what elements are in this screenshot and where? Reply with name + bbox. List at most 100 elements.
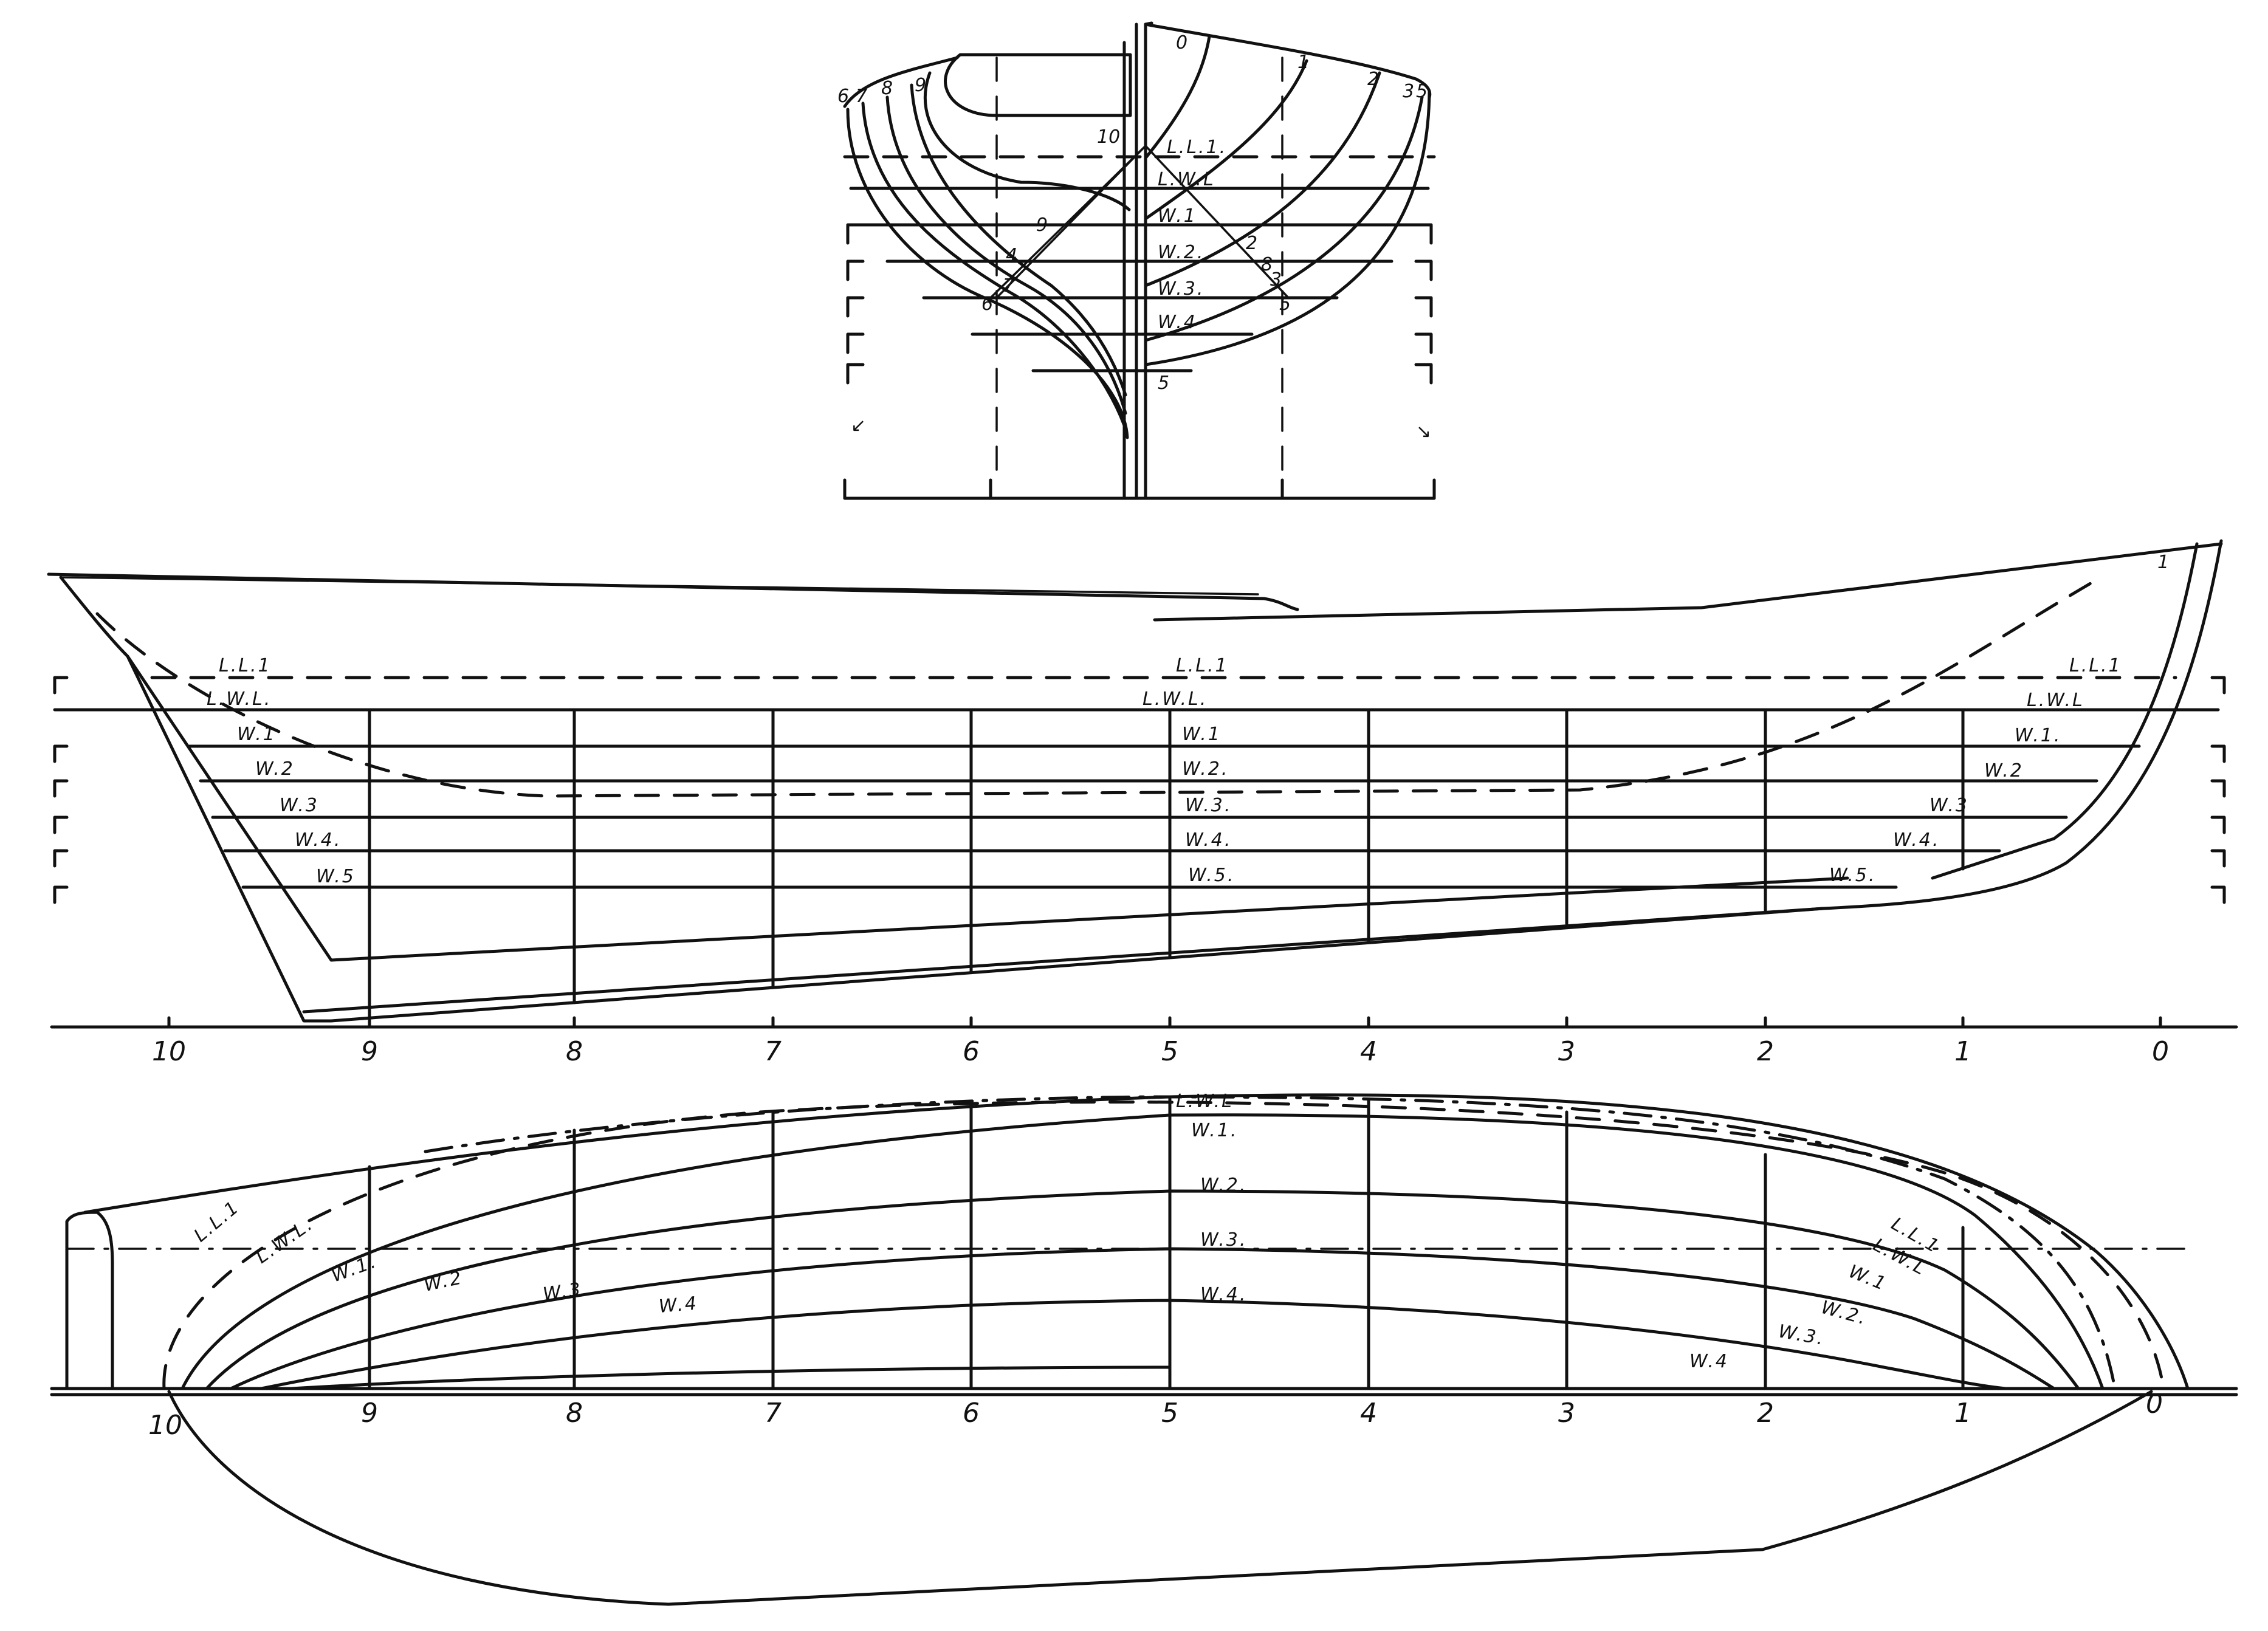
half-breadth-lower-outline [167,1390,2153,1606]
half-breadth-label: L.L.1 [190,1197,244,1246]
body-plan-label: 10 [1097,126,1120,148]
half-breadth-centerline [50,1387,2238,1396]
body-plan-diagonals [989,145,1290,299]
half-breadth-label: W.1 [1846,1261,1890,1296]
body-plan-ticks-right [1414,223,1433,385]
half-breadth-station-number: 2 [1757,1398,1774,1429]
half-breadth-label: L.W.L. [252,1213,318,1268]
profile-left-labels: L.L.1 L.W.L. W.1 W.2 W.3 W.4. W.5 [207,655,354,887]
profile-waterlines [187,744,2141,889]
profile-center-labels: L.L.1 L.W.L. W.1 W.2. W.3. W.4. W.5. [1143,655,1235,886]
body-plan-label: 6 [837,86,849,107]
profile-stations [368,708,1965,1020]
body-plan-label: W.4 [1158,312,1197,333]
body-plan-label: 7 [1003,275,1014,297]
half-breadth-station-number: 3 [1558,1398,1575,1429]
profile-label: W.4. [295,829,342,851]
profile-keel-inner [126,654,1849,962]
half-breadth-label: W.4. [1200,1284,1247,1305]
body-plan-label: W.2. [1158,242,1204,263]
profile-stem-inner [1931,542,2199,880]
profile-station-number: 6 [963,1036,980,1067]
profile-sheer [47,542,2223,622]
profile-label: W.4. [1185,829,1232,851]
profile-sheer-inner [60,576,1259,596]
body-plan-label: 5 [1416,81,1428,102]
half-breadth-wl2 [205,1189,2080,1390]
profile-station-number: 2 [1757,1036,1774,1067]
body-plan-label: ↙ [851,415,866,436]
half-breadth-right-labels: L.L.1 L.W.L W.1 W.2. W.3. W.4 [1689,1214,1943,1372]
profile-label: W.1. [2015,725,2061,746]
half-breadth-label: W.3. [1777,1320,1827,1350]
half-breadth-station-number: 9 [361,1398,378,1429]
half-breadth-left-labels: L.L.1 L.W.L. W.1. W.2 W.3 W.4 [190,1197,699,1317]
half-breadth-transom [65,1210,114,1390]
half-breadth-label: L.W.L [1176,1091,1234,1112]
profile-right-labels: L.L.1 L.W.L W.1. W.2 W.3 W.4. W.5. [1829,655,2122,886]
profile-station-number: 8 [566,1036,583,1067]
profile-label: L.L.1 [219,655,272,676]
profile-label: W.5. [1829,865,1876,886]
profile-stern [59,575,1825,1023]
half-breadth-wl3 [229,1247,2056,1390]
body-plan-waterline-labels: L.L.1. L.W.L W.1 W.2. W.3. W.4 [1158,137,1225,333]
body-plan: 6 7 8 9 10 0 1 2 3 5 9 2 4 5 6 7 8 3 5 L… [837,21,1436,500]
body-plan-label: 0 [1176,32,1187,53]
profile-label: L.L.1 [1176,655,1229,676]
half-breadth-station-number: 7 [765,1398,782,1429]
profile-station-number: 1 [1954,1036,1971,1067]
body-plan-transom [944,53,1132,117]
profile-ticks-right [2210,676,2226,904]
profile-station-number: 0 [2152,1036,2169,1067]
half-breadth-label: W.4 [658,1293,699,1317]
half-breadth-label: W.2. [1819,1297,1870,1330]
body-plan-label: 1 [1297,52,1309,73]
profile-label: W.5. [1188,865,1235,886]
half-breadth-center-labels: L.W.L W.1. W.2. W.3. W.4. [1176,1091,1247,1305]
profile-label: L.W.L [2027,690,2084,711]
body-plan-ticks-left [846,223,865,385]
half-breadth-stations [368,1095,1965,1390]
half-breadth-label: W.4 [1689,1351,1729,1372]
profile-label: L.L.1 [2069,655,2122,676]
body-plan-label: 3 [1403,81,1414,102]
half-breadth-lwl-dashed [424,1095,2117,1390]
body-plan-label: ↘ [1416,421,1431,442]
half-breadth-station-number: 10 [148,1410,182,1441]
profile-station-number: 7 [765,1036,782,1067]
profile-station-number: 4 [1360,1036,1377,1067]
profile-station-number: 5 [1161,1036,1178,1067]
profile-label: W.1 [237,724,277,745]
profile-rabbet [95,582,2092,798]
half-breadth-wl5 [290,1365,1172,1390]
profile-mark-label: 1 [2157,552,2169,573]
profile-label: W.3 [1930,795,1969,816]
body-plan-label: 5 [1279,294,1291,315]
profile-label: W.2 [255,758,295,780]
body-plan-frame [843,478,1436,500]
body-plan-label: 2 [1246,233,1257,254]
profile-label: W.4. [1893,829,1940,851]
body-plan-label: 9 [1036,215,1048,236]
body-plan-label: 9 [915,75,926,96]
half-breadth-label: W.3 [541,1279,583,1305]
body-plan-stations-right [1144,35,1431,366]
body-plan-label: 8 [881,78,893,99]
profile-station-number: 9 [361,1036,378,1067]
half-breadth-station-numbers: 10 9 8 7 6 5 4 3 2 1 0 [148,1389,2163,1441]
body-plan-label: L.W.L [1158,169,1215,190]
body-plan-label: W.3. [1158,278,1204,300]
body-plan-station-labels-right: 0 1 2 3 5 [1176,32,1428,102]
body-plan-label: 4 [1006,245,1017,266]
body-plan-label: 6 [981,294,993,315]
half-breadth-wl4 [259,1299,2007,1390]
body-plan-diagonal-labels: 9 2 4 5 6 7 8 3 5 [981,215,1291,394]
half-breadth-station-number: 6 [963,1398,980,1429]
half-breadth-label: W.1. [329,1251,380,1286]
half-breadth-station-number: 0 [2146,1389,2163,1420]
half-breadth-view: L.L.1 L.W.L. W.1. W.2 W.3 W.4 L.W.L W.1.… [50,1091,2238,1606]
profile-label: W.2 [1984,760,2024,781]
body-plan-outer-left [846,108,1129,439]
